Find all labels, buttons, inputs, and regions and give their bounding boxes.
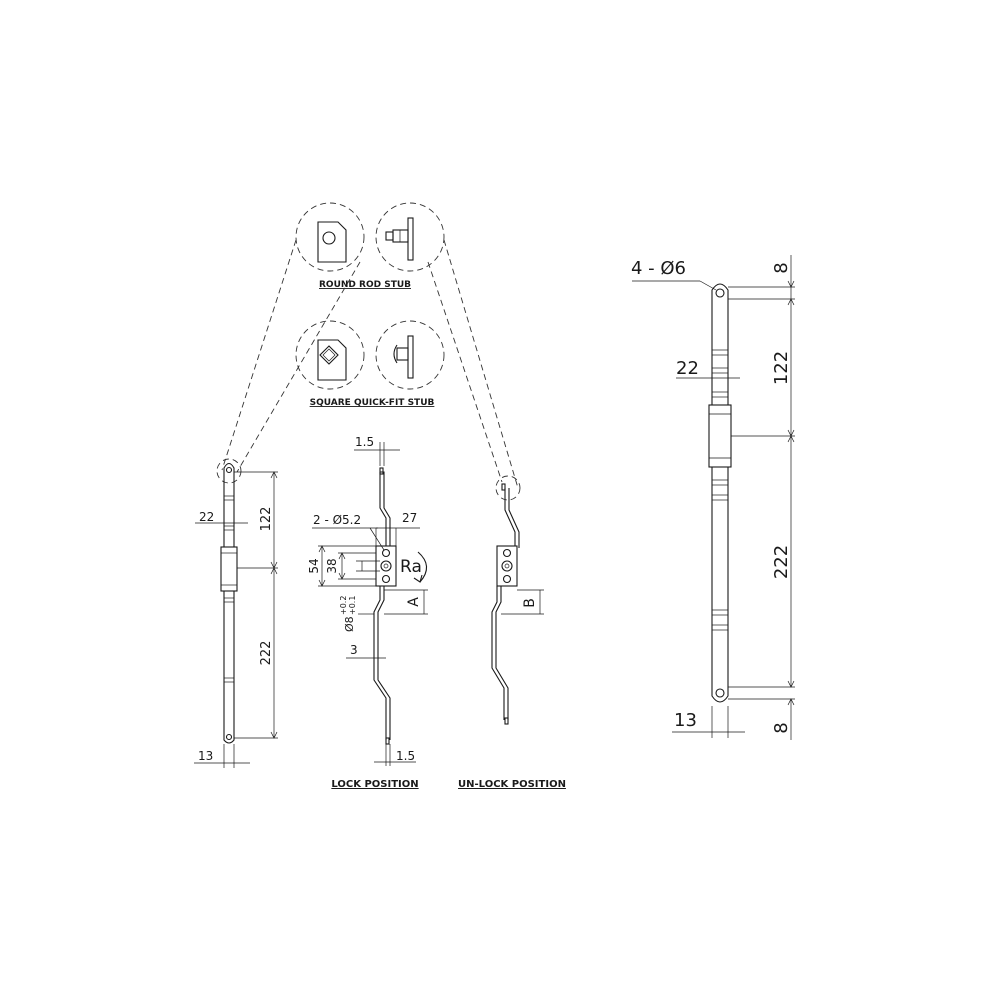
lock-dim-holes: 2 - Ø5.2 — [313, 513, 361, 527]
unlock-label-b: B — [522, 598, 538, 608]
right-dim-22: 22 — [676, 358, 699, 379]
lock-dim-38: 38 — [325, 558, 339, 573]
right-dim-8-top: 8 — [771, 262, 792, 273]
left-dim-222: 222 — [259, 641, 274, 666]
right-dim-8-bottom: 8 — [771, 722, 792, 733]
lock-dim-27: 27 — [402, 511, 417, 525]
detail-square-stub-side — [375, 320, 445, 390]
right-view-dimensions: 4 - Ø6 8 122 222 8 22 13 — [631, 255, 795, 740]
right-dim-222: 222 — [771, 545, 792, 579]
right-dim-13: 13 — [674, 710, 697, 731]
lock-label-a: A — [406, 597, 422, 607]
caption-unlock-position: UN-LOCK POSITION — [458, 779, 566, 790]
detail-leader-lines — [216, 239, 521, 501]
left-dim-13: 13 — [198, 749, 213, 763]
caption-square-quick-fit-stub: SQUARE QUICK-FIT STUB — [310, 398, 435, 408]
lock-dim-54: 54 — [307, 558, 321, 573]
caption-lock-position: LOCK POSITION — [331, 779, 418, 790]
left-dim-22: 22 — [199, 510, 214, 524]
rotation-arrow-icon — [417, 551, 428, 583]
unlock-view-dimensions: B — [501, 589, 544, 615]
lock-dim-1-5-bottom: 1.5 — [396, 749, 415, 763]
lock-dim-3: 3 — [350, 643, 358, 657]
lock-label-ra: Ra — [400, 557, 422, 577]
lock-view-dimensions: 1.5 2 - Ø5.2 27 54 38 Ra A Ø8 +0.2 +0.1 — [307, 435, 428, 766]
lock-dim-bore-tol-lower: +0.1 — [348, 596, 357, 615]
left-view-dimensions: 122 222 22 13 — [194, 471, 278, 768]
left-rod-front-view — [220, 462, 238, 744]
unlock-position-rod — [491, 483, 520, 725]
lock-position-rod — [373, 467, 397, 745]
right-rod-large-view — [708, 283, 732, 703]
lock-dim-1-5-top: 1.5 — [355, 435, 374, 449]
detail-square-stub-front — [295, 320, 365, 390]
left-dim-122: 122 — [259, 507, 274, 532]
right-dim-122: 122 — [771, 351, 792, 385]
lock-dim-bore: Ø8 — [343, 616, 356, 632]
detail-round-rod-stub-side — [375, 202, 445, 272]
right-dim-holes: 4 - Ø6 — [631, 258, 686, 279]
lock-dim-bore-tol-upper: +0.2 — [339, 596, 348, 615]
detail-round-rod-stub-front — [295, 202, 365, 272]
caption-round-rod-stub: ROUND ROD STUB — [319, 280, 411, 290]
